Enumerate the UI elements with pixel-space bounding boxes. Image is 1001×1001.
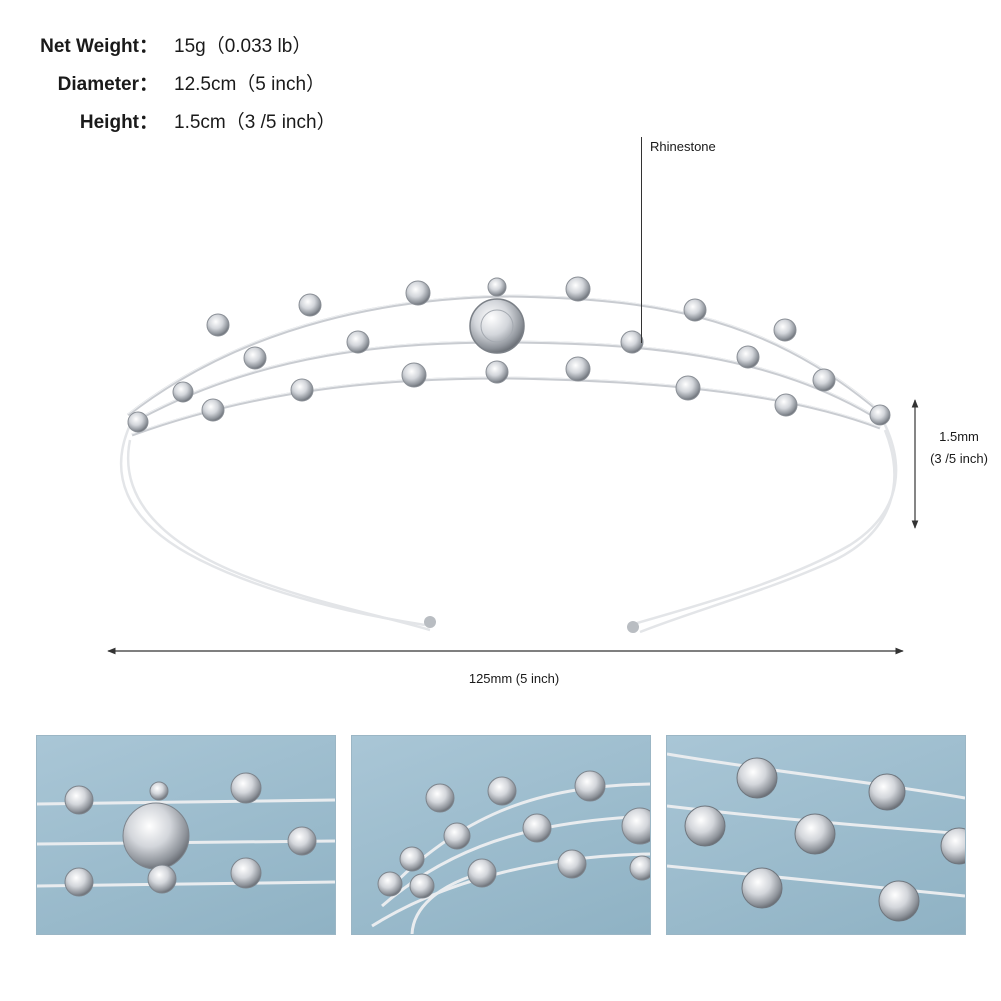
rhinestone-icon [683, 298, 707, 322]
rhinestones [127, 276, 891, 433]
rhinestone-icon [201, 398, 225, 422]
rhinestone-icon [405, 280, 431, 306]
rhinestone-icon [298, 293, 322, 317]
rhinestone-icon [620, 330, 644, 354]
spec-diameter-label: Diameter： [57, 74, 158, 95]
band-tip-right [627, 621, 639, 633]
rhinestone-icon [773, 318, 797, 342]
spec-net-weight: Net Weight： 15g（0.033 lb） [0, 32, 420, 70]
spec-net-weight-value: 15g（0.033 lb） [174, 36, 312, 57]
rhinestone-icon [172, 381, 194, 403]
spec-height: Height： 1.5cm（3 /5 inch） [0, 108, 420, 146]
width-dimension-label: 125mm (5 inch) [468, 671, 560, 686]
rhinestone-callout: Rhinestone [650, 139, 716, 154]
rhinestone-icon [565, 356, 591, 382]
rhinestone-icon [485, 360, 509, 384]
spec-list: Net Weight： 15g（0.033 lb） Diameter： 12.5… [0, 32, 420, 146]
spec-height-value: 1.5cm（3 /5 inch） [174, 112, 336, 133]
headband-legs [119, 414, 898, 634]
spec-net-weight-label: Net Weight： [40, 36, 158, 57]
detail-photo-angle [351, 735, 651, 935]
rhinestone-icon [127, 411, 149, 433]
spec-diameter: Diameter： 12.5cm（5 inch） [0, 70, 420, 108]
spec-height-label: Height： [79, 112, 158, 133]
band-tip-left [424, 616, 436, 628]
rhinestone-icon [736, 345, 760, 369]
height-dimension-label: 1.5mm (3 /5 inch) [922, 426, 996, 470]
rhinestone-icon [565, 276, 591, 302]
rhinestone-icon [290, 378, 314, 402]
rhinestone-icon [675, 375, 701, 401]
height-mm-label: 1.5mm [939, 429, 979, 444]
rhinestone-icon [812, 368, 836, 392]
callout-leader-line [641, 137, 642, 343]
height-inch-label: (3 /5 inch) [930, 451, 988, 466]
rhinestone-icon [869, 404, 891, 426]
rhinestone-icon [243, 346, 267, 370]
rhinestone-icon [206, 313, 230, 337]
rhinestone-icon [346, 330, 370, 354]
rhinestone-icon [487, 277, 507, 297]
rhinestone-icon [401, 362, 427, 388]
detail-photo-closeup [666, 735, 966, 935]
rhinestone-icon [774, 393, 798, 417]
detail-photo-front [36, 735, 336, 935]
headband-product-image [107, 276, 919, 655]
rhinestone-icon [469, 298, 525, 354]
spec-diameter-value: 12.5cm（5 inch） [174, 74, 326, 95]
